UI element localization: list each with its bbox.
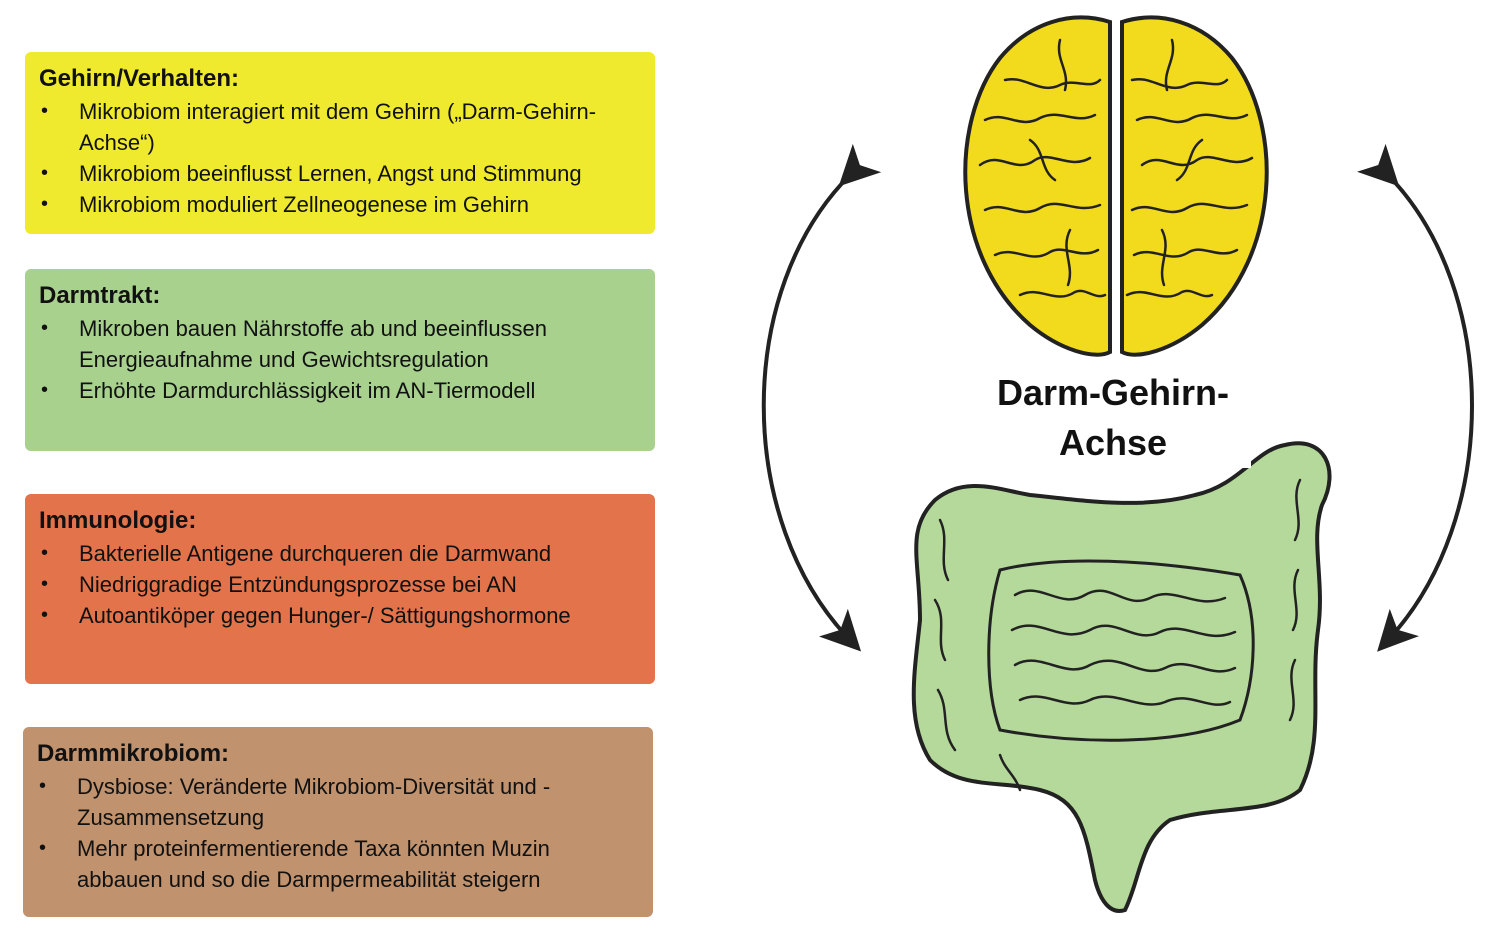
bullet-list: Dysbiose: Veränderte Mikrobiom-Diversitä… <box>37 771 639 895</box>
list-item: Niedriggradige Entzündungsprozesse bei A… <box>39 569 641 600</box>
list-item: Mehr proteinfermentierende Taxa könnten … <box>37 833 639 895</box>
box-title: Darmtrakt: <box>39 282 161 309</box>
bullet-list: Mikroben bauen Nährstoffe ab und beeinfl… <box>39 313 641 406</box>
left-arrow-icon <box>761 143 882 652</box>
axis-title-line2: Achse <box>1058 422 1168 463</box>
list-item: Erhöhte Darmdurchlässigkeit im AN-Tiermo… <box>39 375 641 406</box>
axis-title-line1: Darm-Gehirn- <box>996 372 1230 413</box>
brain-behavior-box: Gehirn/Verhalten: Mikrobiom interagiert … <box>25 52 655 234</box>
immunology-box: Immunologie: Bakterielle Antigene durchq… <box>25 494 655 684</box>
gut-microbiome-box: Darmmikrobiom: Dysbiose: Veränderte Mikr… <box>23 727 653 917</box>
box-title: Darmmikrobiom: <box>37 740 230 767</box>
intestine-icon <box>911 441 1332 913</box>
box-title: Immunologie: <box>39 507 197 534</box>
bullet-list: Mikrobiom interagiert mit dem Gehirn („D… <box>39 96 641 220</box>
list-item: Dysbiose: Veränderte Mikrobiom-Diversitä… <box>37 771 639 833</box>
list-item: Mikroben bauen Nährstoffe ab und beeinfl… <box>39 313 641 375</box>
gut-tract-box: Darmtrakt: Mikroben bauen Nährstoffe ab … <box>25 269 655 451</box>
box-title: Gehirn/Verhalten: <box>39 65 240 92</box>
list-item: Autoantiköper gegen Hunger-/ Sättigungsh… <box>39 600 641 631</box>
list-item: Mikrobiom interagiert mit dem Gehirn („D… <box>39 96 641 158</box>
axis-title: Darm-Gehirn- Achse <box>975 368 1251 468</box>
right-arrow-icon <box>1356 143 1474 652</box>
list-item: Bakterielle Antigene durchqueren die Dar… <box>39 538 641 569</box>
bullet-list: Bakterielle Antigene durchqueren die Dar… <box>39 538 641 631</box>
brain-icon <box>963 15 1269 357</box>
list-item: Mikrobiom beeinflusst Lernen, Angst und … <box>39 158 641 189</box>
list-item: Mikrobiom moduliert Zellneogenese im Geh… <box>39 189 641 220</box>
